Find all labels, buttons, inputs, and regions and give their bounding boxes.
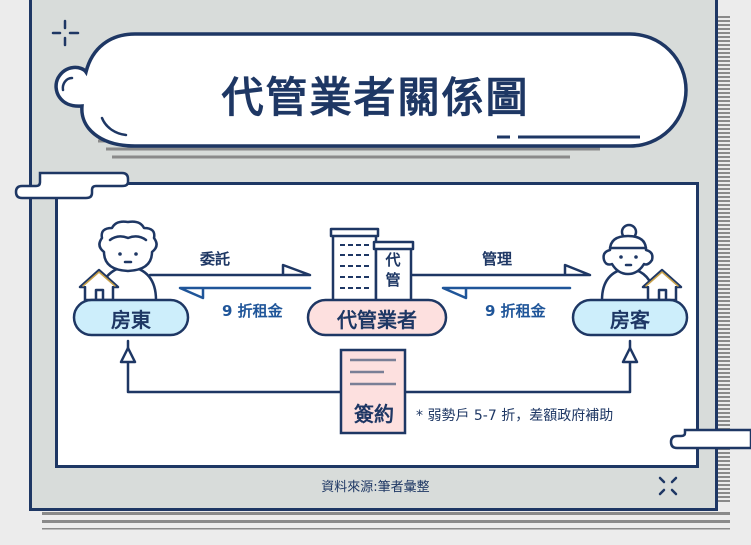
page-title: 代管業者關係圖 <box>221 73 530 122</box>
tenant-figure <box>600 223 683 302</box>
footnote: * 弱勢戶 5-7 折，差額政府補助 <box>416 408 614 424</box>
landlord-label: 房東 <box>111 308 151 332</box>
agency-label: 代管業者 <box>337 308 417 332</box>
edge-label-manage: 管理 <box>482 250 513 268</box>
contract-label: 簽約 <box>354 402 394 426</box>
edge-label-rent-left: 9 折租金 <box>222 302 283 320</box>
tenant-label: 房客 <box>610 308 650 332</box>
agency-pill <box>306 298 448 337</box>
landlord-figure <box>78 220 158 302</box>
edge-label-entrust: 委託 <box>200 250 231 268</box>
contract-document <box>339 348 407 435</box>
building-sign: 代管 <box>385 251 401 289</box>
cloud-tab-right <box>669 428 751 450</box>
cloud-tab-left <box>14 171 130 200</box>
source-note: 資料來源:筆者彙整 <box>321 480 430 495</box>
tenant-pill <box>571 298 689 337</box>
sparkle-icon <box>51 19 80 47</box>
edge-label-rent-right: 9 折租金 <box>485 302 546 320</box>
sparkle-icon-bottom <box>658 476 678 496</box>
landlord-pill <box>72 298 190 337</box>
title-banner <box>54 32 688 159</box>
